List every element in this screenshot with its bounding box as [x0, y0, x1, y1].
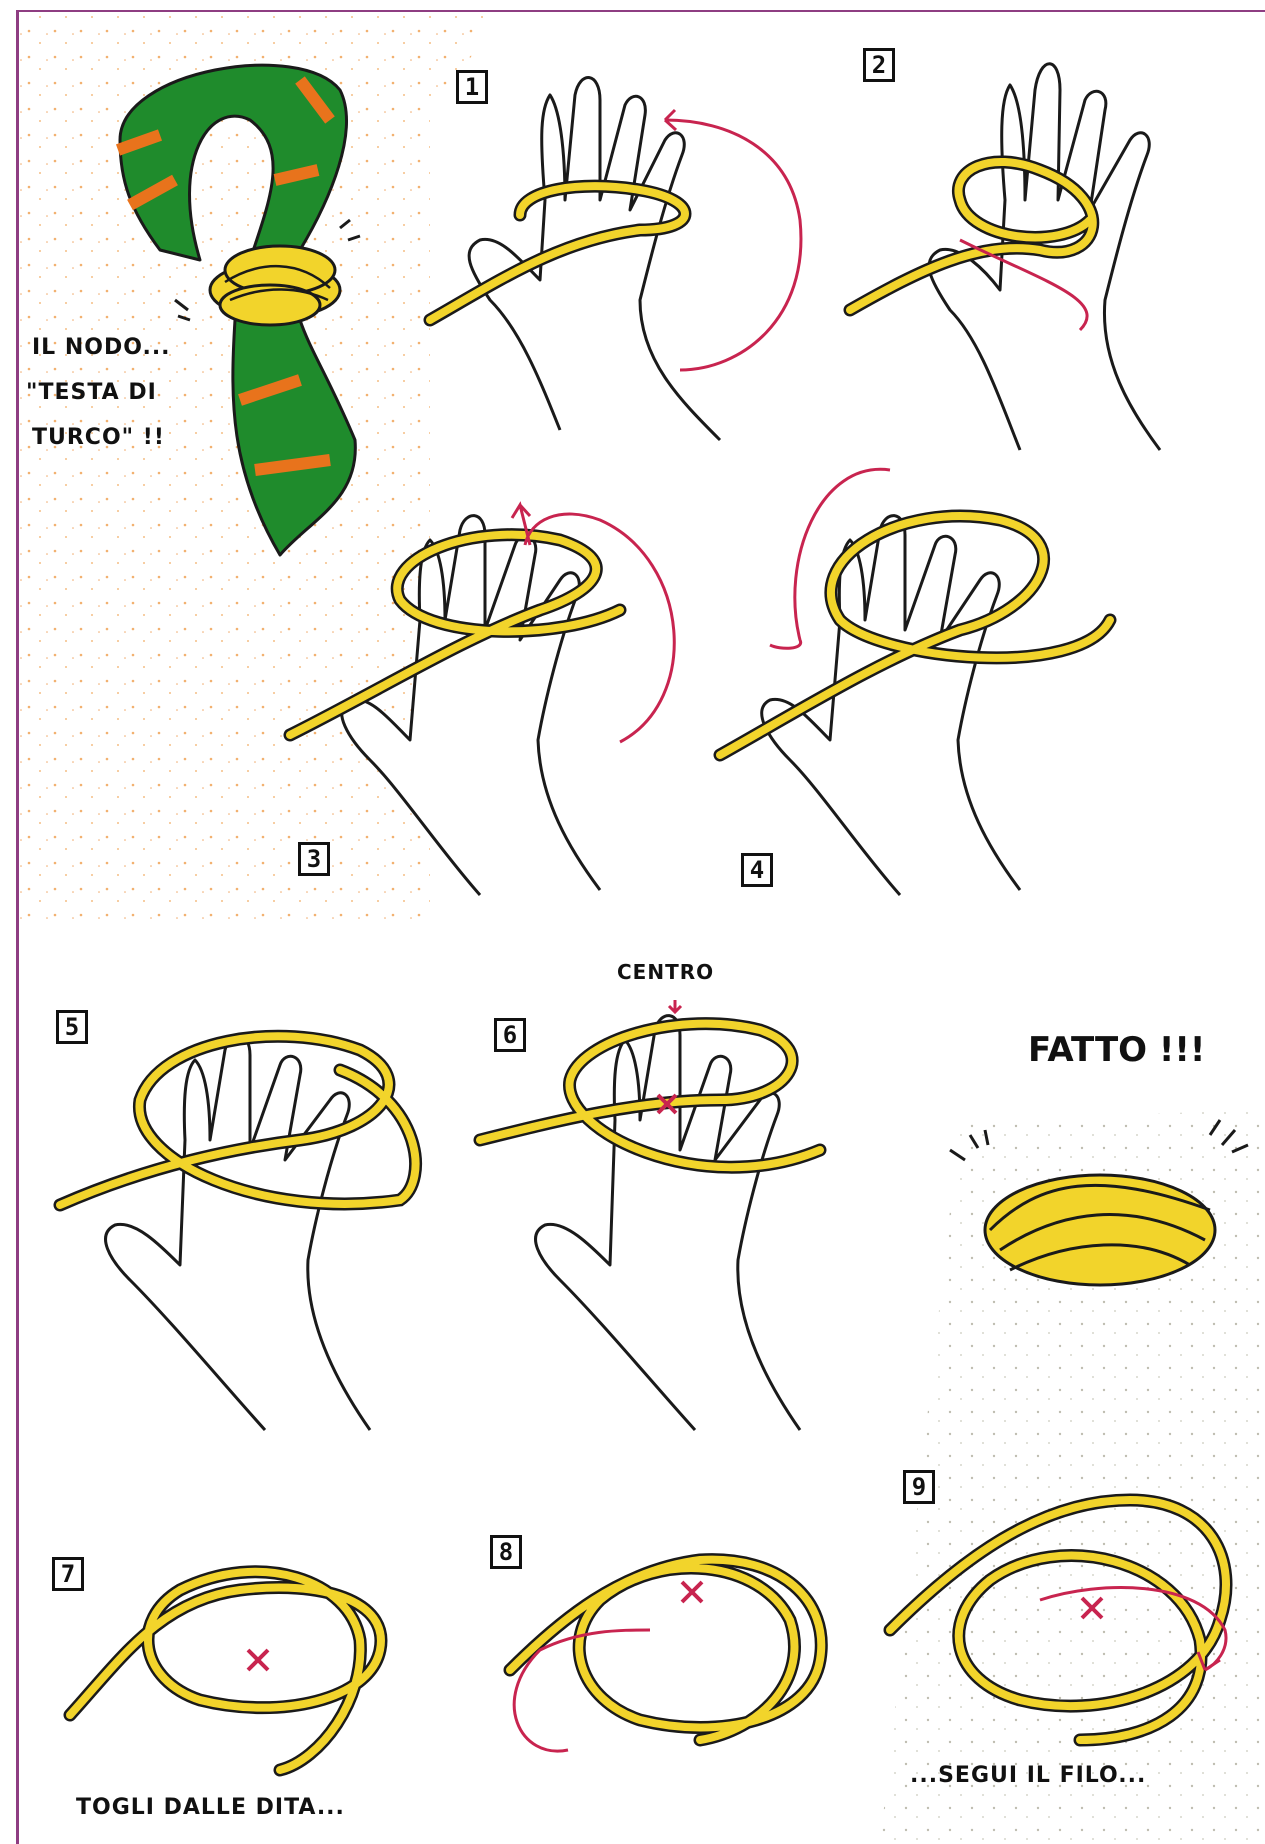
center-label: CENTRO	[617, 960, 714, 984]
step-badge-7: 7	[52, 1557, 84, 1591]
title-line-2: "TESTA DI	[26, 380, 157, 405]
title-line-1: IL NODO...	[32, 335, 171, 360]
step-badge-6: 6	[494, 1018, 526, 1052]
remove-from-fingers-label: TOGLI DALLE DITA...	[76, 1795, 345, 1820]
follow-the-cord-label: ...SEGUI IL FILO...	[910, 1763, 1146, 1788]
step-badge-2: 2	[863, 48, 895, 82]
step-badge-3: 3	[298, 842, 330, 876]
step-badge-1: 1	[456, 70, 488, 104]
hand-step-1	[469, 78, 720, 440]
step-badge-8: 8	[490, 1535, 522, 1569]
step-badge-9: 9	[903, 1470, 935, 1504]
finished-knot	[985, 1175, 1215, 1285]
title-line-3: TURCO" !!	[32, 425, 165, 450]
done-label: FATTO !!!	[1028, 1030, 1205, 1070]
step-badge-5: 5	[56, 1010, 88, 1044]
step-badge-4: 4	[741, 853, 773, 887]
